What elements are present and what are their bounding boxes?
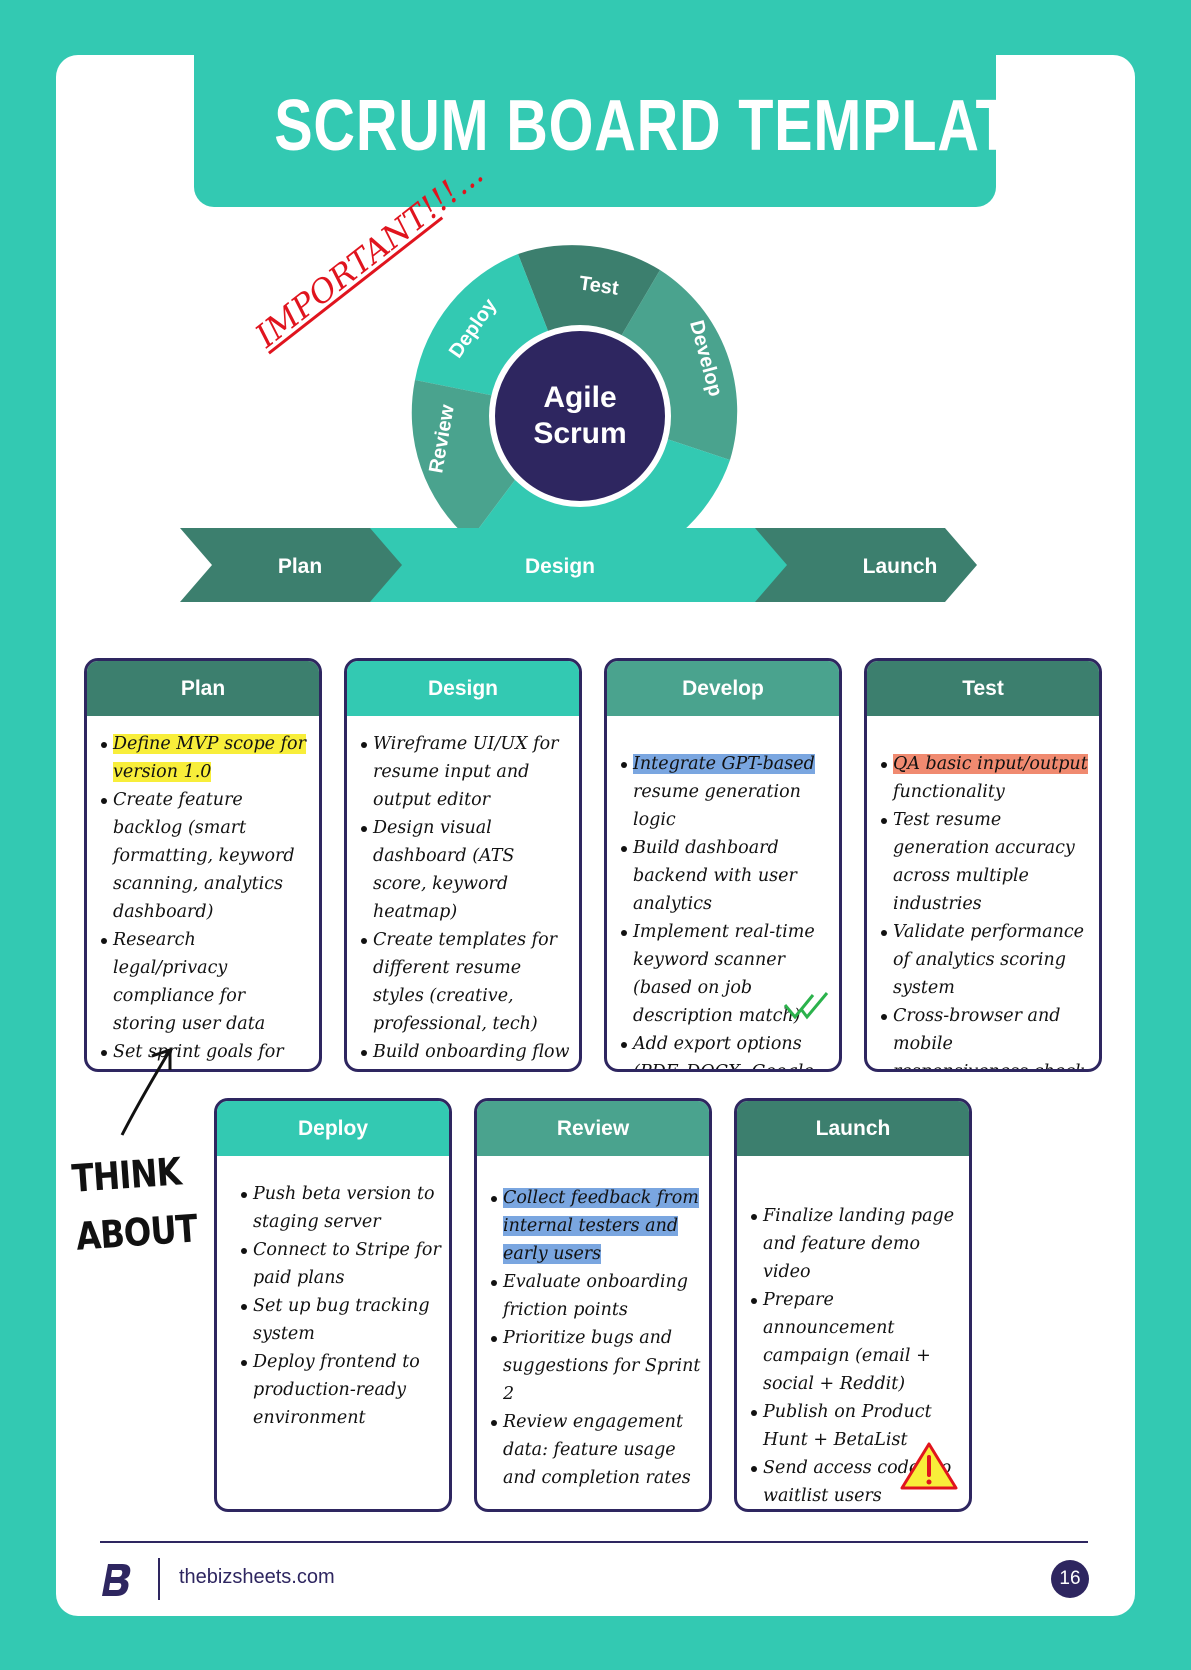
list-item: Design visual dashboard (ATS score, keyw… [361, 814, 571, 926]
list-item: Evaluate onboarding friction points [491, 1268, 701, 1324]
cycle-center-line2: Scrum [533, 417, 626, 450]
list-item: Add export options (PDF, DOCX, Google Dr… [621, 1030, 831, 1069]
card-launch-list: Finalize landing page and feature demo v… [737, 1156, 969, 1509]
bizsheets-logo-icon [102, 1564, 131, 1596]
flow-plan-arrow [180, 528, 410, 602]
list-item: Push beta version to staging server [241, 1180, 441, 1236]
list-item: Build dashboard backend with user analyt… [621, 834, 831, 918]
card-review-header: Review [477, 1101, 709, 1156]
list-item: Prioritize bugs and suggestions for Spri… [491, 1324, 701, 1408]
page-number: 16 [1051, 1560, 1089, 1598]
ring-test [518, 245, 660, 338]
flow-label-plan: Plan [278, 555, 322, 578]
flow-launch-arrow [755, 528, 977, 602]
list-item: Test resume generation accuracy across m… [881, 806, 1091, 918]
list-item: Build onboarding flow for new users [361, 1038, 571, 1069]
list-item: Collect feedback from internal testers a… [491, 1184, 701, 1268]
list-item: Finalize landing page and feature demo v… [751, 1202, 961, 1286]
flow-label-design: Design [525, 555, 595, 578]
list-item: Connect to Stripe for paid plans [241, 1236, 441, 1292]
card-develop-list: Integrate GPT-based resume generation lo… [607, 716, 839, 1069]
list-item: Integrate GPT-based resume generation lo… [621, 750, 831, 834]
card-plan-header: Plan [87, 661, 319, 716]
about-word: ABOUT [74, 1206, 199, 1259]
double-check-icon [783, 992, 829, 1020]
list-item: Research legal/privacy compliance for st… [101, 926, 311, 1038]
footer-divider [100, 1541, 1088, 1543]
card-test-header: Test [867, 661, 1099, 716]
think-arrow-icon [120, 1047, 172, 1136]
card-design-list: Wireframe UI/UX for resume input and out… [347, 716, 579, 1069]
flow-label-launch: Launch [863, 555, 938, 578]
list-item: Send access codes to waitlist users [751, 1454, 961, 1509]
list-item: Create feature backlog (smart formatting… [101, 786, 311, 926]
list-item: Review engagement data: feature usage an… [491, 1408, 701, 1492]
card-test-list: QA basic input/output functionality Test… [867, 716, 1099, 1069]
card-deploy-header: Deploy [217, 1101, 449, 1156]
footer-separator [158, 1558, 160, 1600]
list-item: QA basic input/output functionality [881, 750, 1091, 806]
ring-develop [620, 270, 738, 460]
agile-cycle-diagram: Agile Scrum Test Develop Deploy Review P… [180, 245, 977, 602]
card-design-header: Design [347, 661, 579, 716]
card-launch-header: Launch [737, 1101, 969, 1156]
think-about-annotation: THINK ABOUT [70, 1142, 199, 1266]
list-item: Define MVP scope for version 1.0 [101, 730, 311, 786]
card-develop-header: Develop [607, 661, 839, 716]
list-item: Create templates for different resume st… [361, 926, 571, 1038]
title-banner: SCRUM BOARD TEMPLATE [194, 55, 1051, 207]
list-item: Implement real-time keyword scanner (bas… [621, 918, 831, 1030]
card-test: Test QA basic input/output functionality… [864, 658, 1102, 1072]
list-item: Deploy frontend to production-ready envi… [241, 1348, 441, 1432]
page-title: SCRUM BOARD TEMPLATE [274, 86, 1051, 166]
card-plan-list: Define MVP scope for version 1.0 Create … [87, 716, 319, 1069]
ring-deploy [415, 254, 550, 396]
card-design: Design Wireframe UI/UX for resume input … [344, 658, 582, 1072]
card-review-list: Collect feedback from internal testers a… [477, 1156, 709, 1492]
list-item: Prepare announcement campaign (email + s… [751, 1286, 961, 1398]
list-item: Cross-browser and mobile responsiveness … [881, 1002, 1091, 1069]
card-deploy: Deploy Push beta version to staging serv… [214, 1098, 452, 1512]
card-plan: Plan Define MVP scope for version 1.0 Cr… [84, 658, 322, 1072]
think-word: THINK [70, 1149, 183, 1201]
warning-icon [900, 1442, 958, 1490]
card-review: Review Collect feedback from internal te… [474, 1098, 712, 1512]
footer-url: thebizsheets.com [179, 1566, 335, 1588]
cycle-center-line1: Agile [543, 381, 616, 414]
list-item: Validate performance of analytics scorin… [881, 918, 1091, 1002]
card-deploy-list: Push beta version to staging server Conn… [217, 1156, 449, 1432]
card-launch: Launch Finalize landing page and feature… [734, 1098, 972, 1512]
cycle-center [489, 325, 671, 507]
list-item: Set sprint goals for the next 2 weeks [101, 1038, 311, 1069]
flow-design-arrow [370, 528, 817, 602]
list-item: Wireframe UI/UX for resume input and out… [361, 730, 571, 814]
card-develop: Develop Integrate GPT-based resume gener… [604, 658, 842, 1072]
list-item: Publish on Product Hunt + BetaList [751, 1398, 961, 1454]
list-item: Set up bug tracking system [241, 1292, 441, 1348]
